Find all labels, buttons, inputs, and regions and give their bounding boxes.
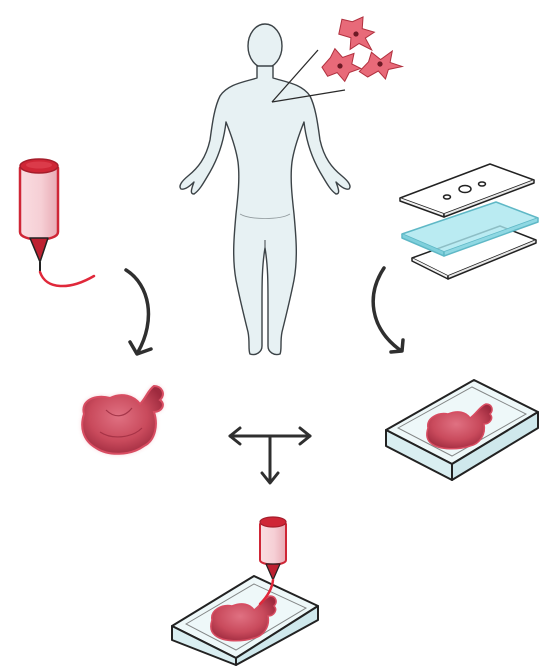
bioprinter-icon bbox=[20, 159, 94, 286]
bioprinted-organ-on-chip-icon bbox=[172, 517, 318, 665]
cell bbox=[319, 45, 362, 85]
three-way-arrow-icon bbox=[230, 428, 310, 483]
curved-arrow-icon bbox=[373, 268, 403, 352]
curved-arrow-icon bbox=[126, 270, 151, 354]
microfluidic-chip-layers-icon bbox=[400, 164, 538, 279]
cell bbox=[355, 44, 405, 87]
organ-on-chip-icon bbox=[386, 380, 538, 480]
cell bbox=[330, 8, 384, 60]
human-body-icon bbox=[180, 24, 350, 355]
cells-icon bbox=[319, 8, 404, 87]
printed-tissue-icon bbox=[82, 386, 163, 454]
